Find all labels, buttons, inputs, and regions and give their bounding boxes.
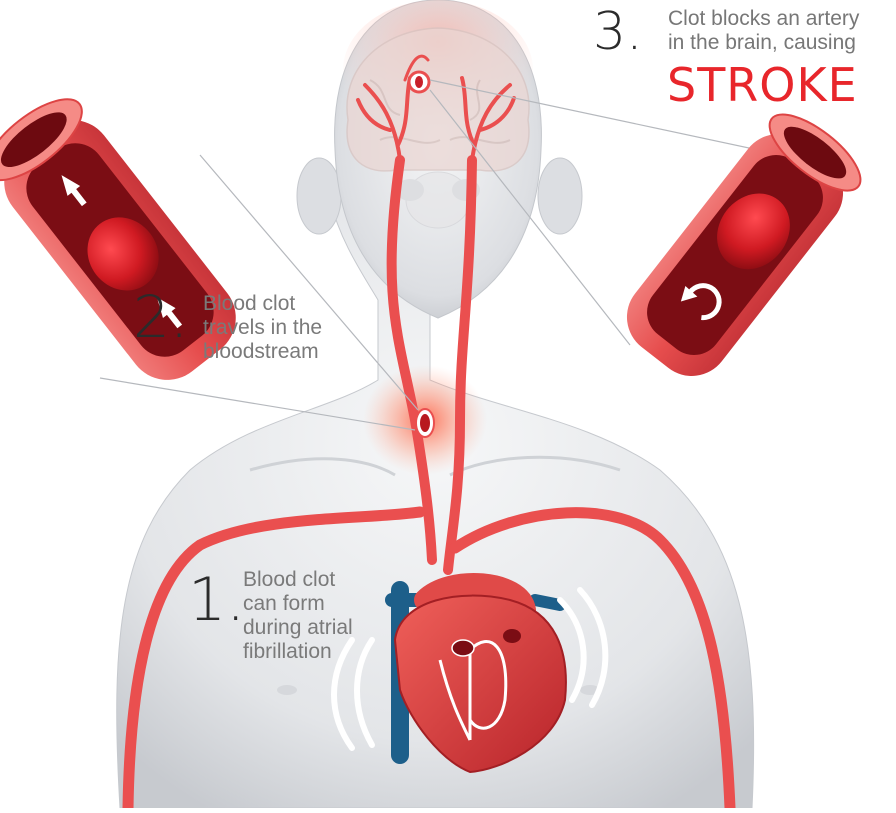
step-3-text: Clot blocks an artery in the brain, caus… <box>668 7 859 55</box>
stroke-label: STROKE <box>667 62 858 108</box>
step-3-number: 3. <box>593 6 643 58</box>
step-2-line-1: Blood clot <box>203 292 322 316</box>
step-3-line-1: Clot blocks an artery <box>668 7 859 31</box>
step-3-line-2: in the brain, causing <box>668 31 859 55</box>
step-2-line-3: bloodstream <box>203 340 322 364</box>
step-1-number: 1. <box>188 570 245 630</box>
step-2-text: Blood clot travels in the bloodstream <box>203 292 322 364</box>
step-1-line-3: during atrial <box>243 616 353 640</box>
step-1-line-2: can form <box>243 592 353 616</box>
step-1-line-1: Blood clot <box>243 568 353 592</box>
step-1-line-4: fibrillation <box>243 640 353 664</box>
blocked-vessel-icon <box>612 101 872 391</box>
step-2-line-2: travels in the <box>203 316 322 340</box>
blocked-artery-marker <box>409 72 429 92</box>
blood-clot-icon <box>416 409 434 437</box>
step-2-number: 2. <box>133 288 188 346</box>
step-1-text: Blood clot can form during atrial fibril… <box>243 568 353 664</box>
